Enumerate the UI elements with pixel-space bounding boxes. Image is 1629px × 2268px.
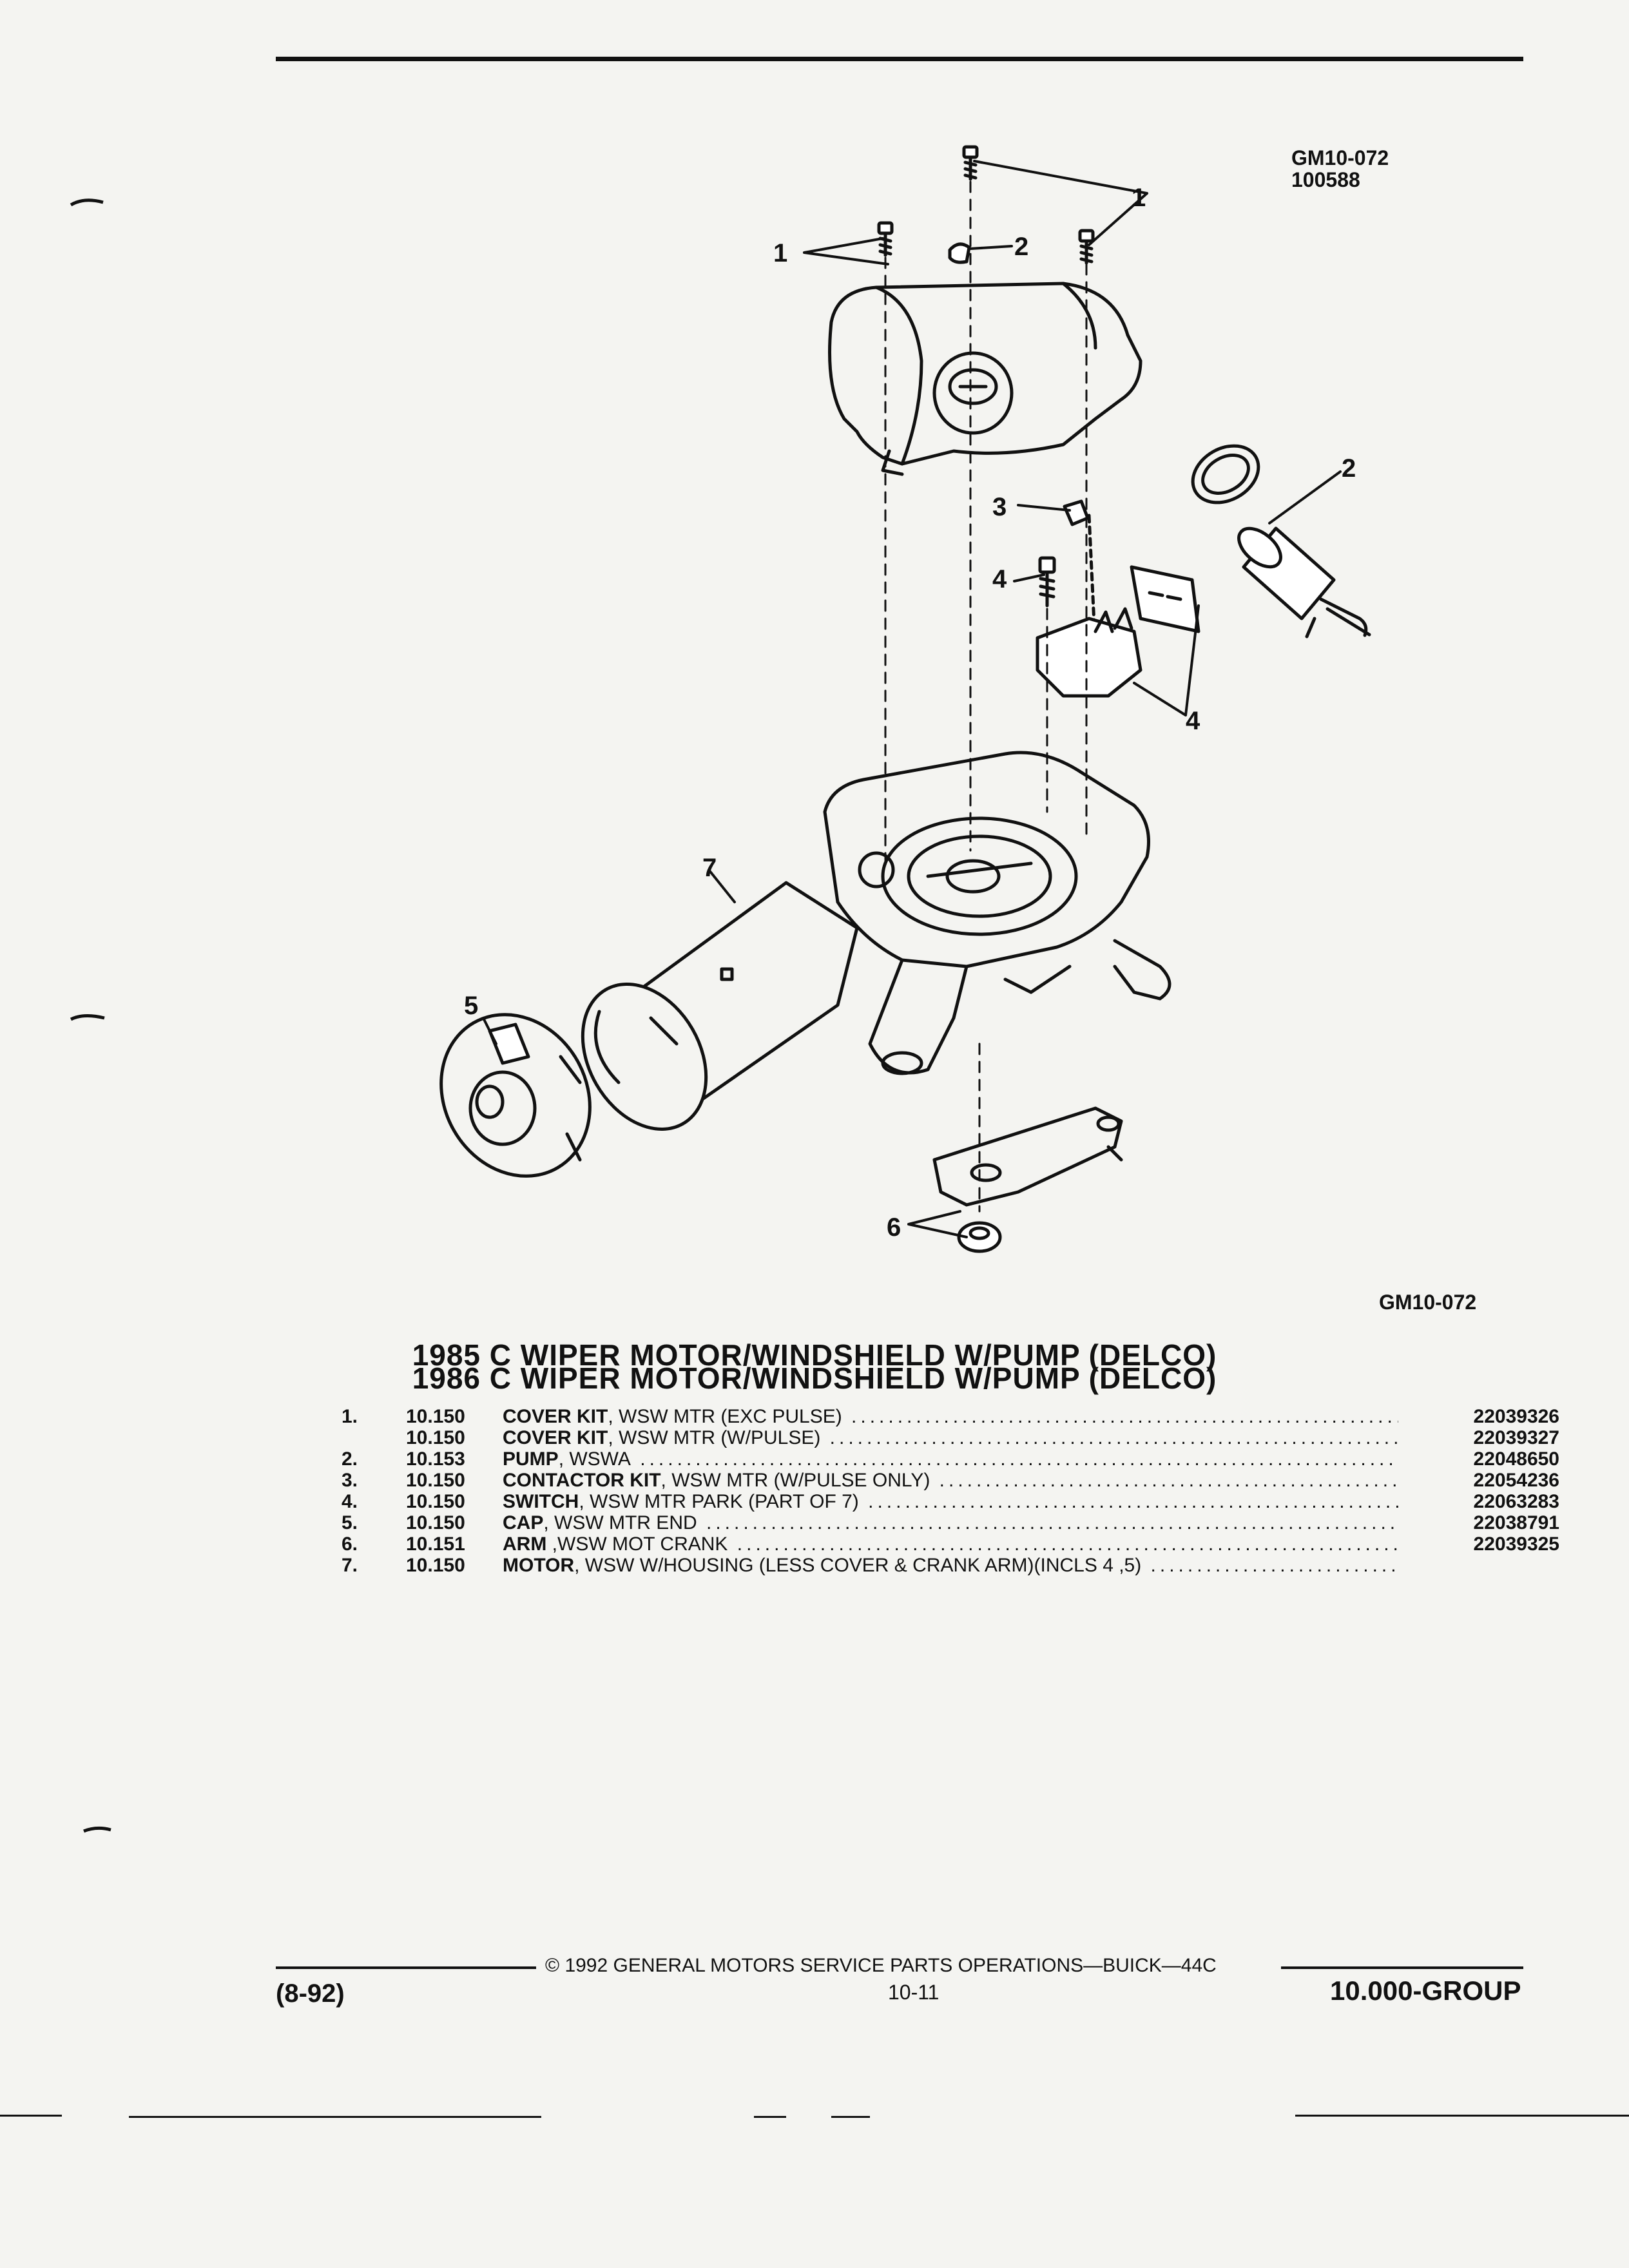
parts-row: 2. 10.153 PUMP, WSWA ...................… <box>342 1448 1559 1470</box>
screw-left <box>877 221 894 257</box>
figure-code-bottom: GM10-072 <box>1379 1291 1477 1314</box>
motor-cover <box>828 282 1142 476</box>
part-number: 22038791 <box>1473 1512 1559 1533</box>
parts-row: 7. 10.150 MOTOR, WSW W/HOUSING (LESS COV… <box>342 1555 1559 1576</box>
motor-can <box>581 881 859 1131</box>
part-number: 22048650 <box>1473 1448 1559 1470</box>
part-index: 1. <box>342 1406 358 1427</box>
part-description: CONTACTOR KIT, WSW MTR (W/PULSE ONLY) ..… <box>503 1470 1398 1491</box>
header-rule <box>276 57 1523 61</box>
part-group: 10.153 <box>406 1448 465 1470</box>
part-description: PUMP, WSWA .............................… <box>503 1448 1398 1470</box>
footer-date: (8-92) <box>276 1979 345 2008</box>
part-description: MOTOR, WSW W/HOUSING (LESS COVER & CRANK… <box>503 1555 1398 1576</box>
parts-list: 1. 10.150 COVER KIT, WSW MTR (EXC PULSE)… <box>342 1406 1559 1576</box>
screw-top <box>962 145 979 181</box>
parts-row: 1. 10.150 COVER KIT, WSW MTR (EXC PULSE)… <box>342 1406 1559 1427</box>
callout-2b: 2 <box>1342 454 1356 483</box>
callout-3: 3 <box>992 493 1007 521</box>
callout-4a: 4 <box>992 565 1007 593</box>
footer-rule-left <box>276 1966 536 1969</box>
motor-end-cap <box>439 1013 592 1178</box>
part-index: 5. <box>342 1512 358 1533</box>
part-number: 22039327 <box>1473 1427 1559 1448</box>
scan-line-dash-2 <box>831 2116 870 2118</box>
scan-line-dash-1 <box>754 2116 786 2118</box>
part-group: 10.150 <box>406 1512 465 1533</box>
callout-1a: 1 <box>1132 184 1146 212</box>
part-number: 22054236 <box>1473 1470 1559 1491</box>
part-group: 10.150 <box>406 1406 465 1427</box>
screw-right <box>1078 229 1095 265</box>
motor-housing <box>823 751 1171 1075</box>
callout-6: 6 <box>887 1213 901 1242</box>
switch-plate <box>1130 565 1200 633</box>
part-number: 22063283 <box>1473 1491 1559 1512</box>
callout-7: 7 <box>702 854 717 882</box>
part-description: COVER KIT, WSW MTR (EXC PULSE) .........… <box>503 1406 1398 1427</box>
scan-line-middle <box>129 2116 541 2118</box>
part-description: CAP, WSW MTR END .......................… <box>503 1512 1398 1533</box>
pump-seal <box>1191 444 1260 505</box>
page-title-1985: 1985 C WIPER MOTOR/WINDSHIELD W/PUMP (DE… <box>412 1338 1217 1372</box>
part-group: 10.150 <box>406 1555 465 1576</box>
part-index: 3. <box>342 1470 358 1491</box>
figure-code-top: GM10-072 <box>1291 146 1389 169</box>
callout-5: 5 <box>464 992 478 1020</box>
part-group: 10.150 <box>406 1470 465 1491</box>
part-description: COVER KIT, WSW MTR (W/PULSE) ...........… <box>503 1427 1398 1448</box>
part-index: 4. <box>342 1491 358 1512</box>
contactor <box>1063 499 1090 526</box>
callout-2a: 2 <box>1014 233 1028 261</box>
parts-row: 6. 10.151 ARM ,WSW MOT CRANK ...........… <box>342 1533 1559 1555</box>
crank-nut <box>957 1221 1002 1253</box>
part-description: ARM ,WSW MOT CRANK .....................… <box>503 1533 1398 1555</box>
crank-arm <box>932 1106 1123 1207</box>
part-number: 22039326 <box>1473 1406 1559 1427</box>
part-index: 2. <box>342 1448 358 1470</box>
callout-4b: 4 <box>1186 707 1200 735</box>
washer-pump <box>1237 526 1371 639</box>
bolt-4 <box>1038 556 1056 608</box>
scan-line-right <box>1295 2115 1629 2117</box>
scan-line-left <box>0 2115 62 2117</box>
parts-row: 3. 10.150 CONTACTOR KIT, WSW MTR (W/PULS… <box>342 1470 1559 1491</box>
part-number: 22039325 <box>1473 1533 1559 1555</box>
page-title-1986: 1986 C WIPER MOTOR/WINDSHIELD W/PUMP (DE… <box>412 1361 1217 1395</box>
parts-row: 4. 10.150 SWITCH, WSW MTR PARK (PART OF … <box>342 1491 1559 1512</box>
footer-copyright: © 1992 GENERAL MOTORS SERVICE PARTS OPER… <box>545 1955 1217 1976</box>
parts-row: 10.150 COVER KIT, WSW MTR (W/PULSE) ....… <box>342 1427 1559 1448</box>
footer-rule-right <box>1281 1966 1523 1969</box>
part-index: 7. <box>342 1555 358 1576</box>
clip-part <box>948 242 971 264</box>
part-group: 10.150 <box>406 1427 465 1448</box>
callout-1b: 1 <box>773 239 787 267</box>
footer-group: 10.000-GROUP <box>1330 1975 1521 2006</box>
park-switch <box>1036 607 1142 698</box>
parts-row: 5. 10.150 CAP, WSW MTR END .............… <box>342 1512 1559 1533</box>
part-description: SWITCH, WSW MTR PARK (PART OF 7) .......… <box>503 1491 1398 1512</box>
footer-page-number: 10-11 <box>888 1981 940 2004</box>
part-group: 10.151 <box>406 1533 465 1555</box>
part-group: 10.150 <box>406 1491 465 1512</box>
figure-number-top: 100588 <box>1291 168 1360 191</box>
part-index: 6. <box>342 1533 358 1555</box>
